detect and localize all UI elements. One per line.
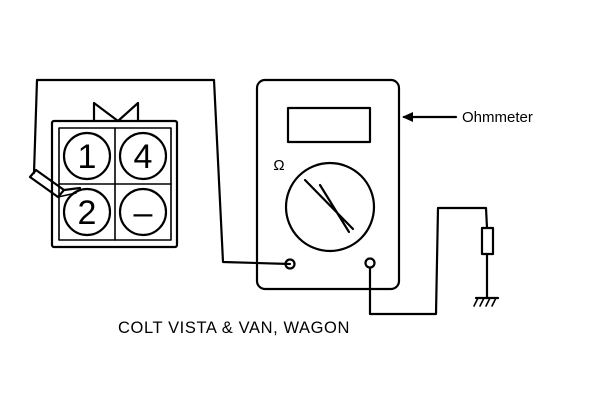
connector-body	[50, 119, 179, 249]
ohmmeter-display	[286, 106, 372, 144]
ohmmeter-callout: Ohmmeter	[402, 109, 533, 126]
terminal-minus	[118, 187, 168, 237]
ohmmeter-body	[255, 78, 401, 291]
test-lead-left	[32, 78, 292, 266]
terminal-1	[62, 131, 112, 181]
ground-probe-body	[480, 226, 495, 256]
connector-latch-icon	[92, 101, 140, 123]
pin-label-2: 2	[78, 194, 97, 232]
test-lead-right	[368, 206, 489, 316]
diagram-caption: COLT VISTA & VAN, WAGON	[118, 319, 350, 337]
ground-probe	[473, 226, 500, 307]
ground-icon	[473, 296, 500, 307]
ohmmeter: Ω	[255, 78, 401, 291]
range-selector-dial	[284, 161, 376, 253]
jack-right	[364, 257, 376, 269]
callout-arrowhead	[402, 112, 413, 122]
pin-label-4: 4	[134, 138, 153, 176]
ohmmeter-label: Ohmmeter	[462, 109, 533, 126]
terminal-4	[118, 131, 168, 181]
jack-left	[284, 258, 296, 270]
test-probe-icon	[28, 168, 82, 199]
dial-pointer	[303, 178, 355, 234]
ohm-symbol: Ω	[273, 157, 284, 174]
connector: 1 4 2 –	[50, 101, 179, 249]
pin-label-minus: –	[134, 194, 153, 232]
pin-label-1: 1	[78, 138, 97, 176]
terminal-2	[62, 187, 112, 237]
